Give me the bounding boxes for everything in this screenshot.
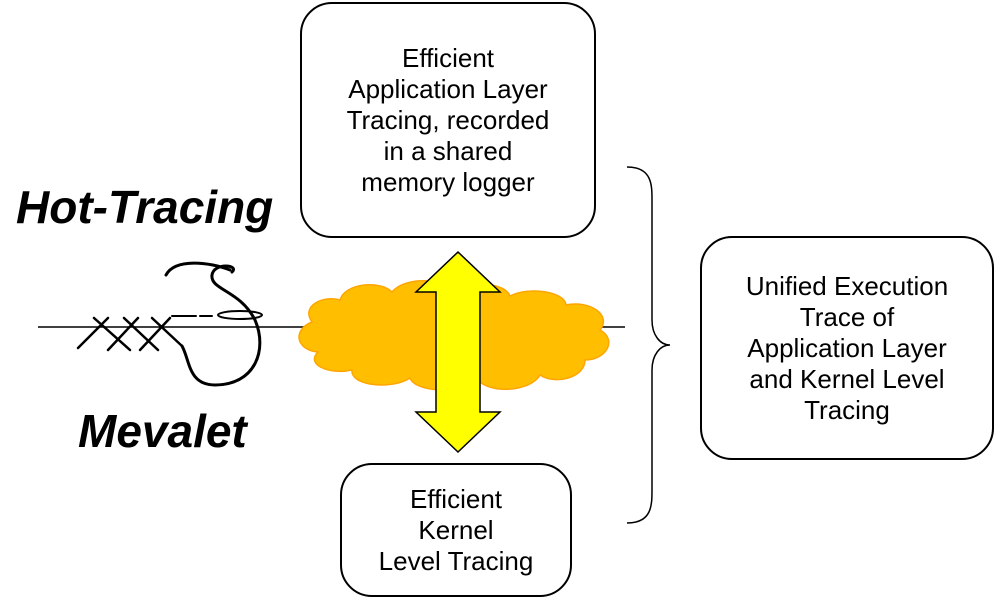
app-layer-tracing-box: Efficient Application Layer Tracing, rec…	[300, 2, 596, 238]
kernel-tracing-box: Efficient Kernel Level Tracing	[340, 463, 572, 597]
box-line: memory logger	[361, 166, 535, 197]
box-line: Kernel	[418, 514, 494, 545]
mevalet-label: Mevalet	[78, 405, 247, 457]
box-line: Efficient	[401, 42, 494, 73]
box-line: Application Layer	[348, 73, 548, 104]
unified-trace-box: Unified Execution Trace of Application L…	[700, 236, 994, 460]
box-line: Unified Execution	[745, 270, 949, 301]
box-line: Application Layer	[747, 332, 947, 363]
right-curly-brace	[626, 166, 671, 524]
box-line: Tracing	[804, 394, 890, 425]
thread-stitch-icon	[76, 261, 263, 387]
box-line: in a shared	[383, 135, 513, 166]
box-line: Tracing, recorded	[346, 104, 550, 135]
box-line: Level Tracing	[378, 545, 534, 576]
box-line: and Kernel Level	[749, 363, 945, 394]
double-arrow	[414, 250, 502, 454]
hot-tracing-label: Hot-Tracing	[16, 181, 274, 233]
box-line: Trace of	[799, 301, 895, 332]
box-line: Efficient	[409, 483, 502, 514]
